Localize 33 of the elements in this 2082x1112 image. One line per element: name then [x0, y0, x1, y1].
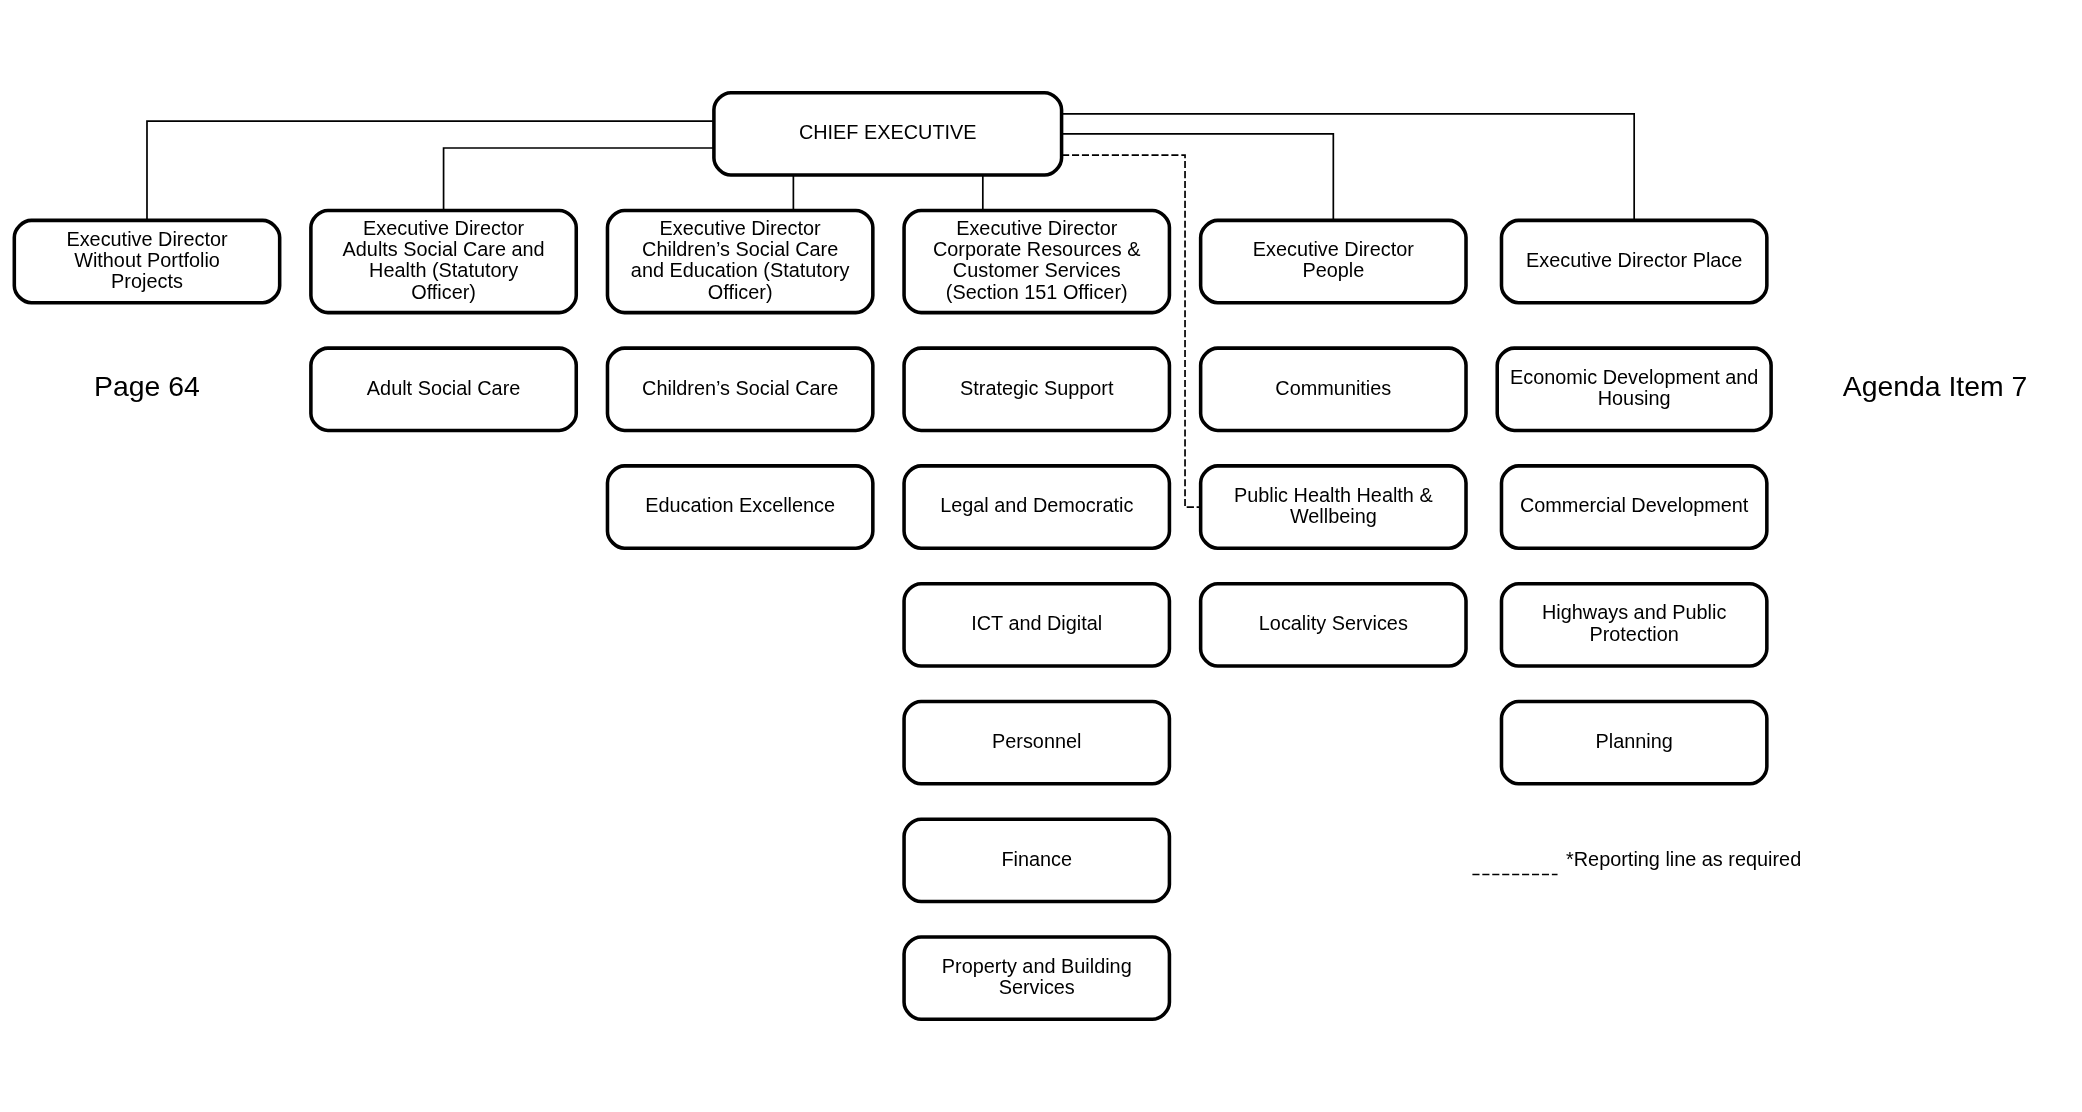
connector — [146, 120, 715, 221]
node-box: Planning — [1499, 699, 1769, 786]
node-box: Commercial Development — [1499, 464, 1769, 550]
connector — [1061, 133, 1335, 221]
node-box: Children’s Social Care — [605, 346, 875, 433]
node-box: Education Excellence — [605, 464, 875, 550]
node-box: Executive Director Adults Social Care and Health (Statutory Officer) — [309, 208, 579, 315]
node-box: Executive Director Without Portfolio Projects — [12, 218, 282, 305]
connector — [1060, 113, 1635, 221]
label: Page 64 — [94, 370, 200, 403]
node-box: Finance — [902, 817, 1172, 904]
node-box: Strategic Support — [902, 346, 1172, 433]
node-box: Locality Services — [1198, 581, 1468, 668]
connector — [1061, 154, 1202, 508]
node-box: Legal and Democratic — [902, 464, 1172, 550]
node-box: Personnel — [902, 699, 1172, 786]
node-box: Executive Director People — [1198, 218, 1468, 305]
connector — [981, 174, 984, 212]
node-box: Communities — [1198, 346, 1468, 433]
connector — [792, 174, 795, 212]
label: Agenda Item 7 — [1842, 370, 2028, 403]
legend-label: *Reporting line as required — [1566, 848, 1802, 871]
node-box: Highways and Public Protection — [1499, 581, 1769, 668]
node-box: ICT and Digital — [902, 581, 1172, 668]
node-box: Adult Social Care — [309, 346, 579, 433]
node-box: Public Health Health & Wellbeing — [1198, 464, 1468, 550]
node-box: Property and Building Services — [902, 935, 1172, 1022]
connector — [442, 147, 715, 211]
node-box: Economic Development and Housing — [1495, 346, 1773, 433]
node-box: CHIEF EXECUTIVE — [712, 90, 1064, 177]
node-box: Executive Director Place — [1499, 218, 1769, 305]
node-box: Executive Director Corporate Resources & Customer Services (Section 151 Officer) — [902, 208, 1172, 315]
node-box: Executive Director Children’s Social Care and Education (Statutory Officer) — [605, 208, 875, 315]
